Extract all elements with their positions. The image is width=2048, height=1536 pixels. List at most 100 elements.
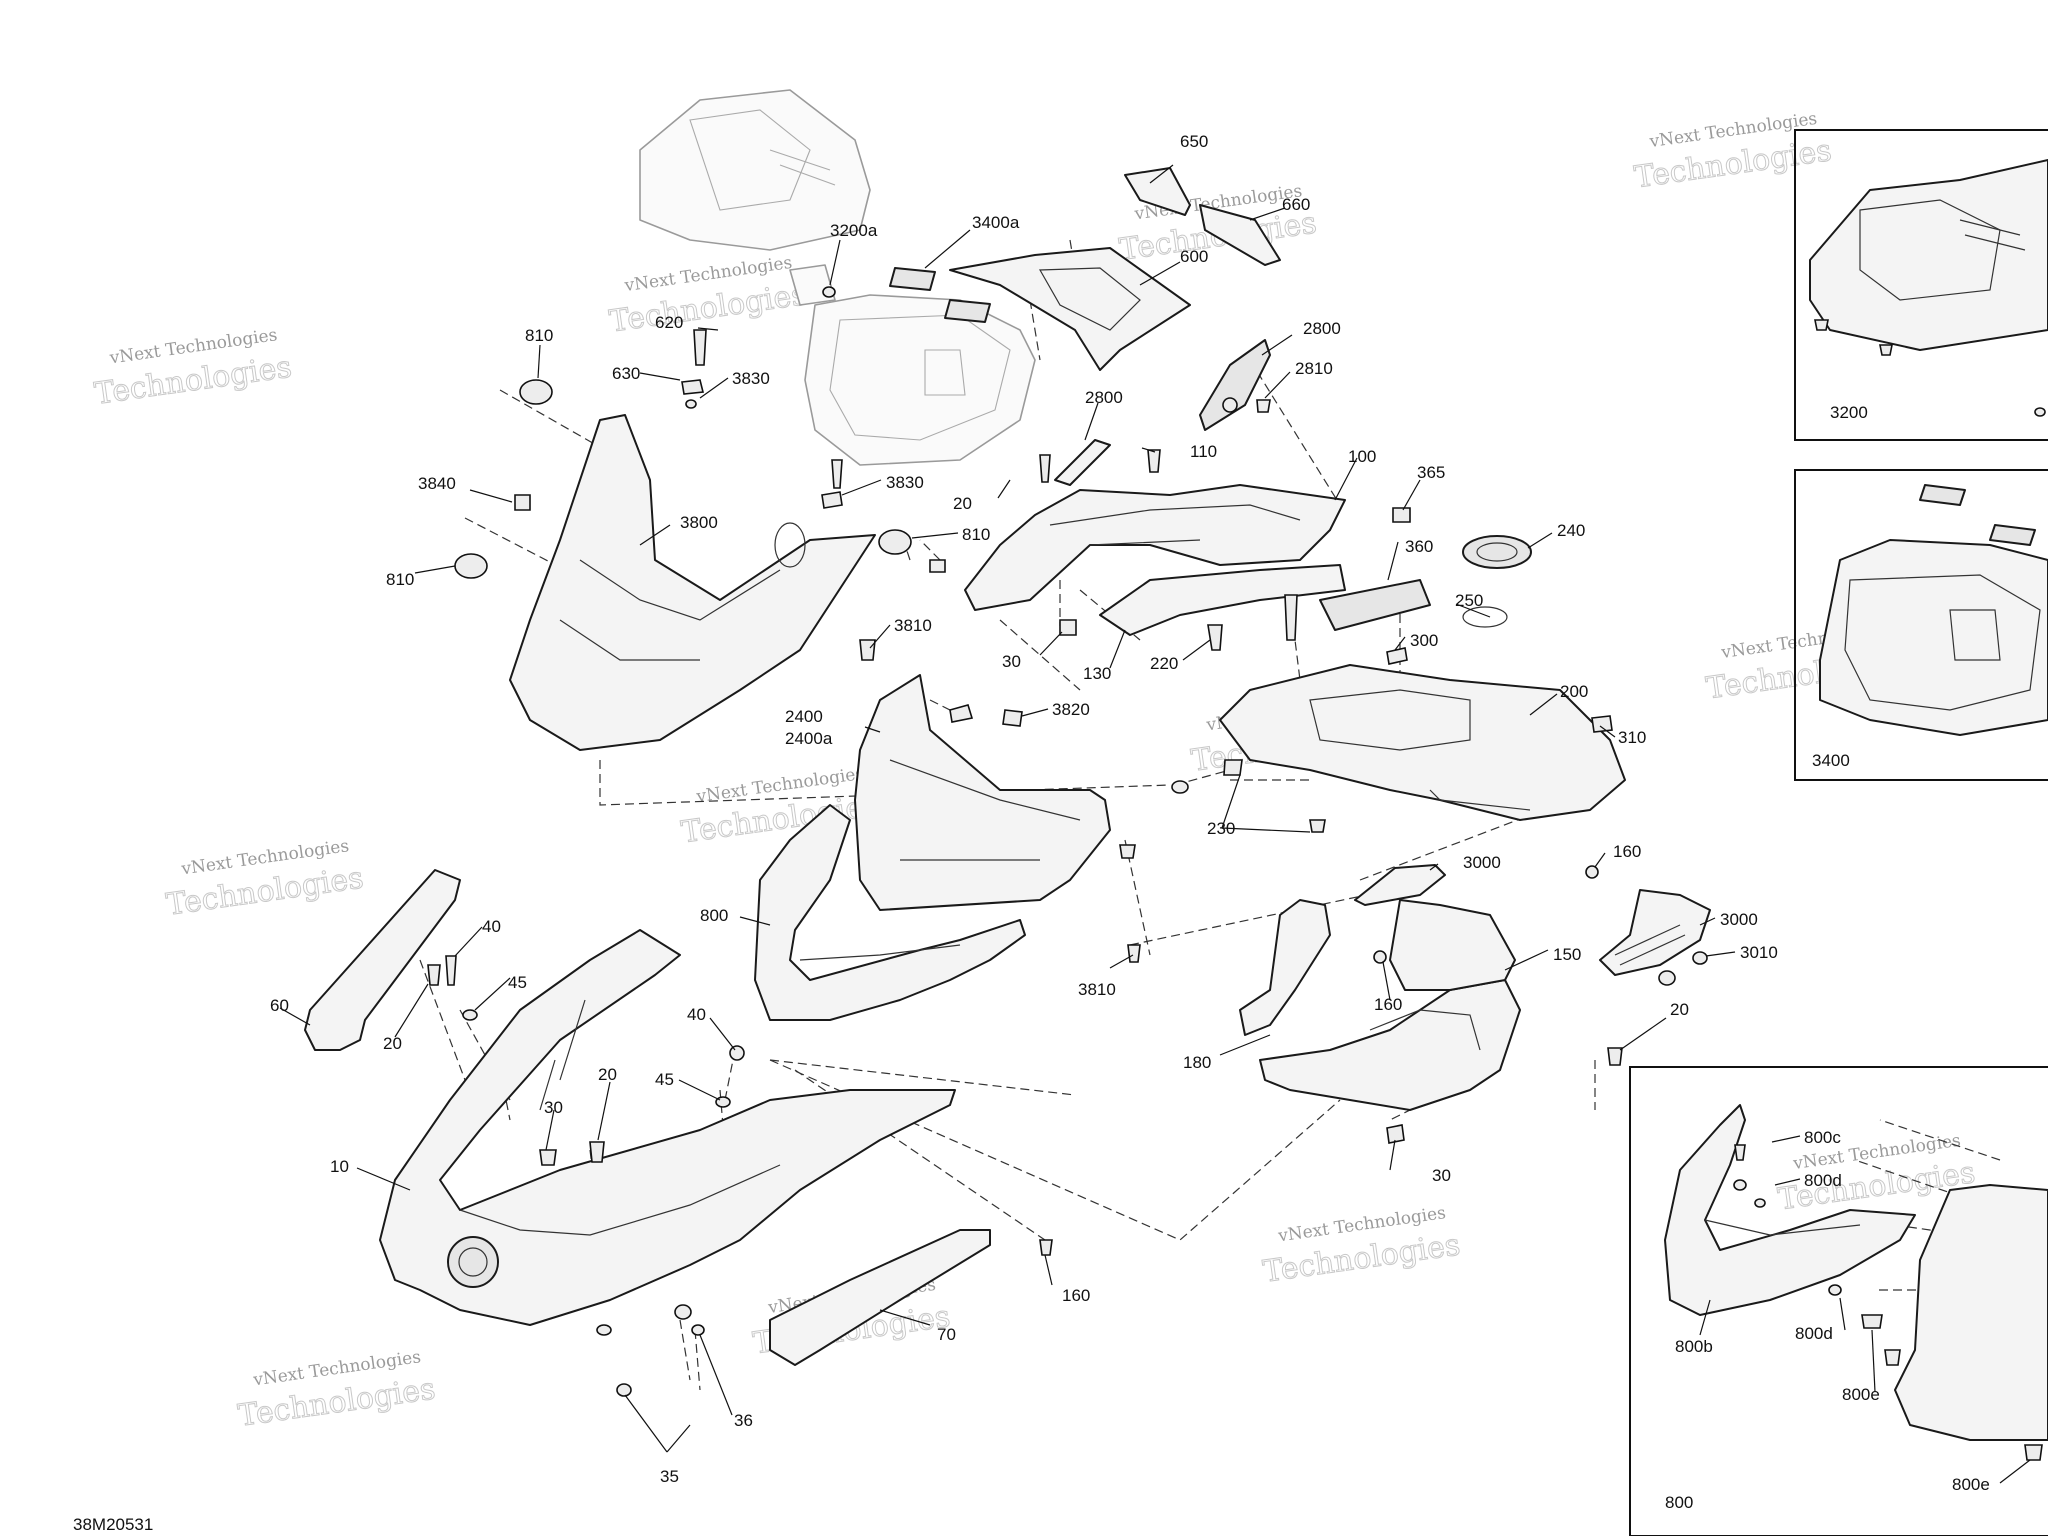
part-360 [1319,579,1431,631]
callout-660: 660 [1282,195,1310,214]
part-3400a-pads [889,267,991,323]
watermark-4: vNext Technologies Technologies [1632,109,1834,196]
part-2800-lower [1054,439,1111,486]
callout-365: 365 [1417,463,1445,482]
callout-160: 160 [1374,995,1402,1014]
nut-230a [1223,759,1243,776]
grommet-810b [878,529,912,555]
grommet-810c [454,553,488,579]
callout-40: 40 [482,917,501,936]
callout-310: 310 [1618,728,1646,747]
inset-3200: 3200 [1794,129,2048,441]
callout-3800: 3800 [680,513,718,532]
callout-10: 10 [330,1157,349,1176]
callout-3200: 3200 [1830,403,1868,422]
callout-3830: 3830 [732,369,770,388]
callout-36: 36 [734,1411,753,1430]
grommet-810a [519,379,553,405]
callout-35: 35 [660,1467,679,1486]
callout-30: 30 [1002,652,1021,671]
part-800 [754,804,1026,1021]
callout-630: 630 [612,364,640,383]
screw-160c [1039,1239,1053,1256]
screw-3810b [1127,944,1141,963]
part-650 [1124,167,1191,216]
callout-20: 20 [1670,1000,1689,1019]
callout-2800: 2800 [1085,388,1123,407]
screw-3840 [514,494,531,511]
callout-810: 810 [386,570,414,589]
part-250 [1462,606,1508,628]
callout-300: 300 [1410,631,1438,650]
nut-40b [729,1045,745,1061]
callout-800d: 800d [1804,1171,1842,1190]
callout-3820: 3820 [1052,700,1090,719]
screw-220 [1207,624,1223,651]
callout-620: 620 [655,313,683,332]
part-3400a-ghost [804,294,1036,466]
callout-130: 130 [1083,664,1111,683]
part-60 [304,869,461,1051]
screw-110 [1147,449,1161,473]
screw-20a [1039,454,1051,483]
callout-3400: 3400 [1812,751,1850,770]
nut-30c [1386,1124,1405,1144]
callout-40: 40 [687,1005,706,1024]
hardware [427,286,1708,1397]
part-2800-upper [1199,339,1271,431]
callout-45: 45 [655,1070,674,1089]
callout-3000: 3000 [1720,910,1758,929]
nut-3010a [1658,970,1676,986]
callout-360: 360 [1405,537,1433,556]
screw-810b [929,559,946,573]
callout-20: 20 [383,1034,402,1053]
callout-3810: 3810 [894,616,932,635]
nut-160b [1373,950,1387,964]
callout-3830: 3830 [886,473,924,492]
part-3000-upper [1354,864,1446,906]
screw-3810a [859,639,876,661]
diagram-code: 38M20531 [73,1515,153,1534]
callout-3400a: 3400a [972,213,1020,232]
part-200 [1219,664,1626,821]
callout-3010: 3010 [1740,943,1778,962]
callout-600: 600 [1180,247,1208,266]
callout-810: 810 [525,326,553,345]
nut-2400 [1171,780,1189,794]
inset-frame [1794,129,2048,441]
callout-2810: 2810 [1295,359,1333,378]
nut-35 [616,1383,632,1397]
part-3200a-ghost [639,89,871,306]
inset-frame [1794,469,2048,781]
clip-800 [1119,844,1136,859]
callout-labels: 650 660 3200a 3400a 600 620 810 630 3830… [270,132,1778,1486]
watermark-6: vNext Technologies Technologies [679,764,881,851]
part-660 [1199,204,1281,266]
nut-3010b [1692,951,1708,965]
callout-230: 230 [1207,819,1235,838]
clip-3820a [949,704,974,723]
part-150 [1259,899,1521,1111]
callout-2400: 2400 [785,707,823,726]
inset-800: 800c 800d 800b 800d 800e 800e 800 [1629,1066,2048,1536]
clip-3830b [821,491,843,509]
nut-3200a [822,286,836,298]
watermark-5: vNext Technologies Technologies [164,836,366,923]
part-100 [964,484,1346,611]
part-130 [1099,564,1346,636]
clip-630 [681,379,704,395]
watermark-9: vNext Technologies Technologies [235,1347,437,1434]
screw-3830b [831,459,843,489]
nut-160a [1585,865,1599,879]
callout-810: 810 [962,525,990,544]
callout-3840: 3840 [418,474,456,493]
nut-230b [1309,819,1326,833]
callout-180: 180 [1183,1053,1211,1072]
callout-160: 160 [1613,842,1641,861]
washer-36 [691,1324,705,1336]
callout-800e: 800e [1952,1475,1990,1494]
washer-45a [462,1009,478,1021]
callout-2400a: 2400a [785,729,833,748]
clip-3820b [1002,709,1023,727]
